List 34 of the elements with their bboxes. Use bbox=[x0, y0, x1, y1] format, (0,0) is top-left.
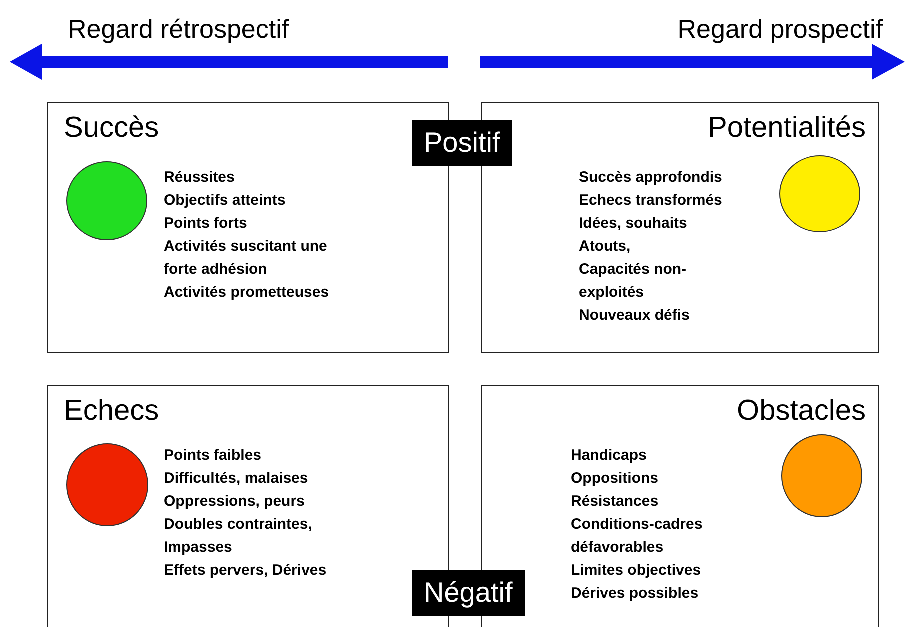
list-item: Réussites bbox=[164, 168, 236, 188]
list-item: Activités prometteuses bbox=[164, 283, 330, 303]
direction-label: Regard rétrospectif bbox=[68, 14, 290, 45]
list-item: Points forts bbox=[164, 214, 248, 234]
list-item: Dérives possibles bbox=[571, 584, 700, 604]
quadrant-title: Succès bbox=[64, 111, 160, 145]
list-item: Capacités non-exploités bbox=[579, 260, 688, 303]
list-item: Conditions-cadres défavorables bbox=[571, 515, 704, 558]
direction-label: Regard prospectif bbox=[678, 14, 883, 45]
list-item: Activités suscitant une forte adhésion bbox=[164, 237, 328, 280]
list-item: Objectifs atteints bbox=[164, 191, 287, 211]
list-item: Handicaps bbox=[571, 446, 648, 466]
list-item: Succès approfondis bbox=[579, 168, 724, 188]
list-item: Atouts, bbox=[579, 237, 632, 257]
list-item: Oppositions bbox=[571, 469, 660, 489]
list-item: Echecs transformés bbox=[579, 191, 724, 211]
list-item: Nouveaux défis bbox=[579, 306, 691, 326]
quadrant-title: Echecs bbox=[64, 394, 160, 428]
colored-circle bbox=[66, 161, 148, 241]
list-item: Doubles contraintes, Impasses bbox=[164, 515, 314, 558]
list-item: Points faibles bbox=[164, 446, 263, 466]
axis-label-box: Négatif bbox=[412, 570, 525, 616]
colored-circle bbox=[66, 443, 149, 527]
list-item: Idées, souhaits bbox=[579, 214, 688, 234]
quadrant-title: Potentialités bbox=[708, 111, 866, 145]
list-item: Effets pervers, Dérives bbox=[164, 561, 328, 581]
colored-circle bbox=[781, 434, 863, 518]
list-item: Résistances bbox=[571, 492, 660, 512]
list-item: Difficultés, malaises bbox=[164, 469, 310, 489]
list-item: Oppressions, peurs bbox=[164, 492, 306, 512]
colored-circle bbox=[779, 155, 861, 233]
axis-label-box: Positif bbox=[412, 120, 512, 166]
quadrant-title: Obstacles bbox=[737, 394, 866, 428]
list-item: Limites objectives bbox=[571, 561, 702, 581]
